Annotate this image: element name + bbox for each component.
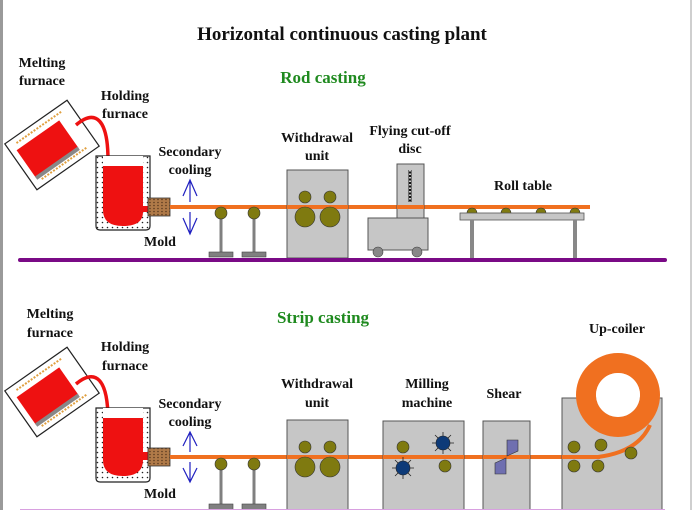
strip-holding-furnace [95,407,151,483]
rod-section-title: Rod casting [280,68,366,87]
frame-left-border [0,0,3,510]
rod-cutoff-label-1: Flying cut-off [369,124,451,139]
rod-flying-cutoff-disc [367,163,429,258]
rod-roll-table-label: Roll table [494,179,552,194]
strip-withdrawal-label-2: unit [305,396,329,411]
rod-casting-section: Rod casting Melting furnace Holding furn… [3,56,667,262]
rod-mold-label: Mold [144,235,176,250]
strip-shear [482,420,531,511]
frame-right-border [690,0,692,510]
rod-withdrawal-label-2: unit [305,149,329,164]
rod-holding-furnace-label-2: furnace [102,107,148,122]
milling-cutter-upper [432,432,454,454]
strip-support-roller-2 [241,457,267,511]
strip-melting-furnace-label-1: Melting [27,307,74,322]
strip-melting-furnace-label-2: furnace [27,326,73,341]
rod-mold [147,197,171,217]
rod-roll-table [459,207,585,260]
strip-mold-label: Mold [144,487,176,502]
rod-cutoff-label-2: disc [398,142,421,157]
rod-holding-furnace [95,155,151,231]
strip-milling-label-2: machine [402,396,453,411]
rod-melting-furnace-label-2: furnace [19,74,65,89]
rod-holding-furnace-label-1: Holding [101,89,149,104]
milling-cutter-lower [392,457,414,479]
rod-secondary-cooling-label-1: Secondary [159,145,222,160]
rod-support-roller-2 [241,206,267,258]
strip-shear-label: Shear [487,387,522,402]
strip-melting-furnace [3,346,101,438]
rod-pour-stream [74,115,110,161]
strip-secondary-cooling-label-1: Secondary [159,397,222,412]
strip-holding-furnace-label-1: Holding [101,340,149,355]
strip-milling-label-1: Milling [405,377,449,392]
rod-cooling-arrows [182,178,198,236]
strip-mold [147,447,171,467]
strip-withdrawal-unit [286,419,349,511]
strip-cooling-arrows [182,430,198,484]
strip-upcoiler [561,353,663,511]
rod-melting-furnace-label-1: Melting [19,56,66,71]
rod-secondary-cooling-label-2: cooling [169,163,212,178]
strip-casting-section: Strip casting Melting furnace Holding fu… [3,307,665,511]
diagram-title: Horizontal continuous casting plant [197,24,487,45]
strip-secondary-cooling-label-2: cooling [169,415,212,430]
strip-section-title: Strip casting [277,308,370,327]
rod-withdrawal-unit [286,169,349,259]
rod-withdrawal-label-1: Withdrawal [281,131,353,146]
rod-support-roller-1 [208,206,234,258]
strip-support-roller-1 [208,457,234,511]
strip-upcoiler-label: Up-coiler [589,322,645,337]
rod-melting-furnace [3,99,101,191]
strip-withdrawal-label-1: Withdrawal [281,377,353,392]
strip-milling-machine [382,420,465,511]
strip-holding-furnace-label-2: furnace [102,359,148,374]
